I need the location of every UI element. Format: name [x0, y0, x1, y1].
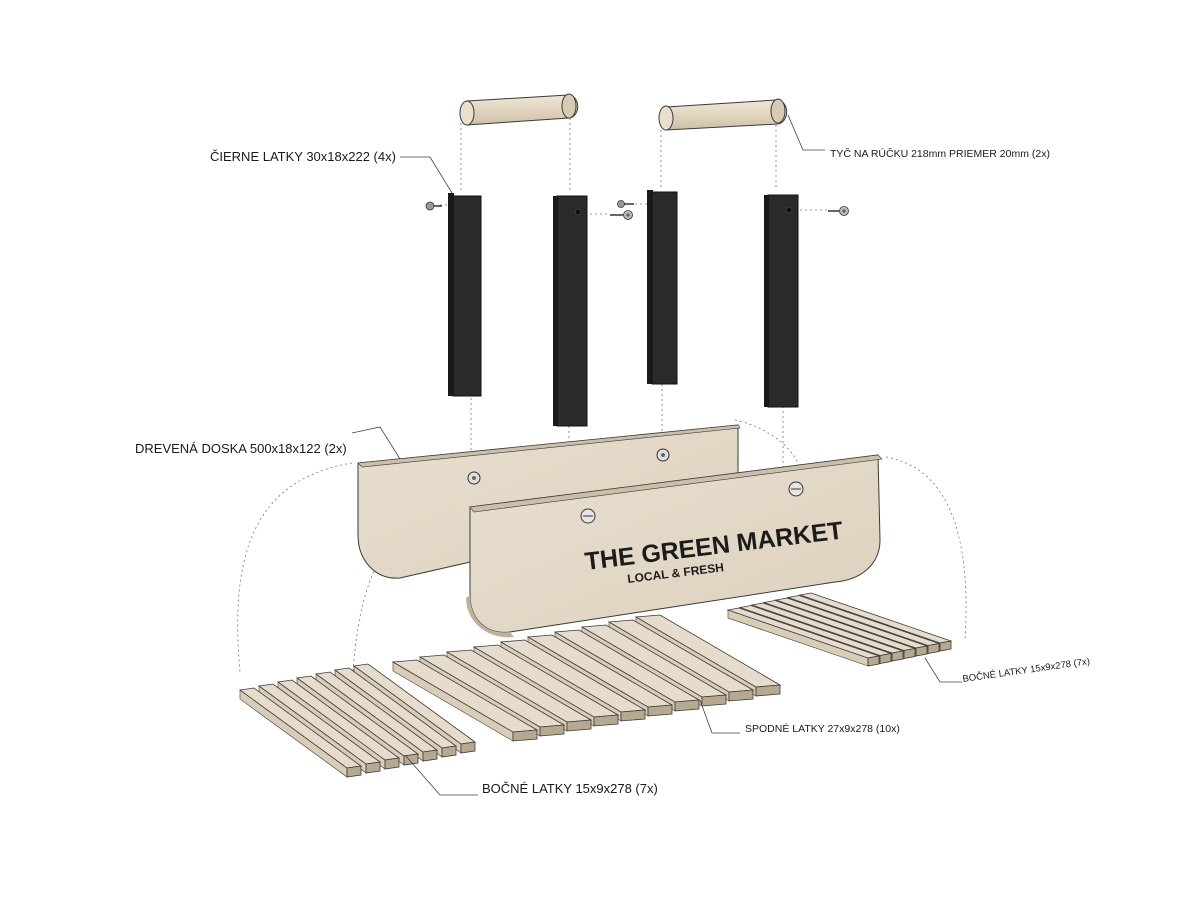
- handle-rod-left: [459, 93, 579, 126]
- screw-icon: [610, 210, 633, 220]
- leader-lines: [351, 114, 962, 796]
- bottom-slats: [391, 614, 782, 742]
- black-slat-2: [553, 195, 588, 427]
- label-handle-rod: TYČ NA RÚČKU 218mm PRIEMER 20mm (2x): [830, 147, 1050, 160]
- wood-slat: [391, 659, 539, 742]
- black-slat-4: [764, 194, 799, 408]
- handle-rod-right: [658, 98, 788, 131]
- black-slat-1: [448, 193, 482, 397]
- side-slats-right: [726, 592, 953, 667]
- label-side-slats-right: BOČNÉ LATKY 15x9x278 (7x): [962, 656, 1091, 685]
- wood-slat: [238, 687, 363, 778]
- wood-slat: [726, 607, 881, 667]
- black-slat-3: [647, 190, 678, 385]
- label-side-slats-left: BOČNÉ LATKY 15x9x278 (7x): [482, 781, 658, 796]
- label-bottom-slats: SPODNÉ LATKY 27x9x278 (10x): [745, 722, 900, 735]
- label-wood-board: DREVENÁ DOSKA 500x18x122 (2x): [135, 441, 347, 456]
- screw-icon: [617, 200, 634, 208]
- side-slats-left: [238, 663, 477, 778]
- screw-icon: [425, 201, 442, 211]
- label-black-slats: ČIERNE LATKY 30x18x222 (4x): [210, 149, 396, 164]
- screw-icon: [828, 206, 849, 216]
- wood-board-front: THE GREEN MARKET LOCAL & FRESH: [466, 454, 883, 638]
